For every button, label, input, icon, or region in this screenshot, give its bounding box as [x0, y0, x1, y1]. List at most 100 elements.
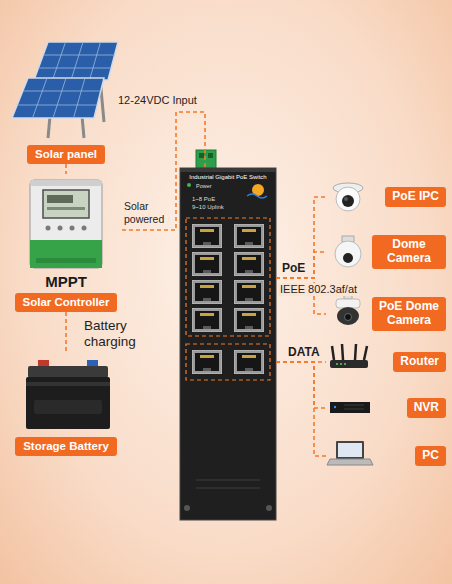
solar-controller-node: MPPT Solar Controller: [10, 174, 122, 312]
solar-panel-art: [33, 78, 48, 118]
power-terminal-art: [196, 150, 216, 168]
poe-switch-body-art: [187, 183, 191, 187]
dome-camera-node: Dome Camera: [326, 228, 446, 276]
switch-text: Power: [196, 183, 212, 190]
storage-battery-art: [28, 366, 108, 378]
poe-switch-body-art: [192, 350, 222, 374]
mppt-controller-art: [30, 240, 102, 268]
router-art: [344, 363, 346, 365]
poe-switch-body-art: [186, 218, 270, 336]
router-art: [355, 344, 356, 360]
solar-panel-art: [71, 42, 83, 80]
router-art: [332, 346, 334, 360]
device-label: PoE Dome Camera: [372, 297, 446, 331]
solar-panel-art: [48, 116, 50, 138]
poe-switch-body-art: [192, 252, 222, 276]
solar-panel-art: [34, 42, 118, 80]
poe-switch-body-art: [184, 505, 190, 511]
device-label: Solar panel: [27, 145, 105, 164]
power-input-label: 12-24VDC Input: [118, 94, 197, 106]
poe-switch-body-art: [186, 344, 270, 380]
poe-link-line: [276, 252, 326, 278]
router-art: [330, 360, 368, 368]
mppt-controller-art: [47, 207, 85, 210]
solar-panel-art: [82, 116, 84, 138]
solar-panel-art: [12, 42, 118, 138]
poe-switch-body-art: [196, 487, 260, 489]
mppt-controller-art: [30, 180, 102, 268]
mppt-controller-art: [30, 180, 102, 268]
laptop-art: [327, 441, 373, 465]
device-heading: MPPT: [45, 273, 87, 290]
solar-feed-line: [65, 164, 67, 174]
nvr-art: [330, 402, 370, 413]
nvr-art: [344, 405, 364, 406]
mppt-controller-art: [36, 258, 96, 263]
power-terminal-art: [208, 153, 213, 158]
ip-camera-art: [342, 195, 354, 207]
ip-camera-art: [336, 187, 360, 211]
power-terminal-art: [199, 153, 204, 158]
poe-switch-body-art: [247, 194, 267, 198]
dome-camera-art: [335, 236, 361, 267]
ptz-camera-node: PoE Dome Camera: [326, 290, 446, 338]
solar-panel-art: [53, 42, 66, 80]
laptop-art: [327, 459, 373, 465]
device-label: Storage Battery: [15, 437, 117, 456]
mppt-controller-art: [46, 226, 51, 231]
power-input-line: [122, 112, 205, 230]
poe-switch-node: Industrial Gigabit PoE SwitchPower 1~8 Po…: [180, 168, 276, 520]
data-link-line: [276, 362, 326, 456]
nvr-node: NVR: [326, 388, 446, 428]
data-link-line: [276, 362, 326, 408]
poe-switch-body-art: [234, 224, 264, 248]
device-label: Router: [393, 352, 446, 372]
storage-battery-art: [26, 377, 110, 429]
mppt-controller-art: [30, 180, 102, 186]
solar-panel-art: [74, 78, 86, 118]
standard-label: IEEE 802.3af/at: [278, 283, 359, 296]
poe-switch-body-art: [234, 252, 264, 276]
solar-panel-node: Solar panel: [10, 36, 122, 164]
poe-switch-body-art: [266, 505, 272, 511]
dome-camera-art: [335, 241, 361, 267]
poe-switch-body-art: [192, 280, 222, 304]
storage-battery-art: [34, 400, 102, 414]
poe-switch-body-art: [192, 224, 222, 248]
router-art: [330, 344, 368, 368]
router-art: [340, 363, 342, 365]
poe-label: PoE: [282, 261, 305, 275]
nvr-art: [334, 406, 336, 408]
switch-text: Industrial Gigabit PoE Switch: [184, 173, 272, 181]
device-label: PC: [415, 446, 446, 466]
storage-battery-art: [26, 360, 110, 429]
laptop-art: [338, 443, 362, 457]
poe-switch-body-art: [180, 168, 276, 520]
power-terminal-art: [196, 150, 216, 168]
solar-panel-art: [53, 78, 66, 118]
storage-battery-node: Storage Battery: [10, 354, 122, 456]
dome-camera-art: [343, 253, 353, 263]
router-art: [364, 346, 367, 360]
edge-label: Solar powered: [124, 200, 172, 226]
data-label: DATA: [288, 345, 320, 359]
mppt-controller-art: [43, 190, 89, 218]
mppt-controller-art: [47, 195, 73, 203]
ip-camera-art: [333, 183, 363, 211]
ptz-dome-camera-art: [336, 292, 360, 325]
poe-switch-body-art: [234, 280, 264, 304]
device-label: PoE IPC: [385, 187, 446, 207]
device-label: Solar Controller: [15, 293, 118, 312]
mppt-controller-art: [70, 226, 75, 231]
poe-switch-body-art: [192, 308, 222, 332]
switch-text: 1~8 PoE 9~10 Uplink: [192, 196, 227, 211]
solar-panel-art: [12, 78, 104, 118]
solar-panel-art: [90, 42, 101, 80]
poe-switch-body-art: [234, 308, 264, 332]
ip-camera-node: PoE IPC: [326, 175, 446, 219]
pc-node: PC: [326, 432, 446, 480]
router-art: [336, 363, 338, 365]
edge-label: Battery charging: [84, 318, 148, 350]
ptz-dome-camera-art: [336, 299, 360, 308]
